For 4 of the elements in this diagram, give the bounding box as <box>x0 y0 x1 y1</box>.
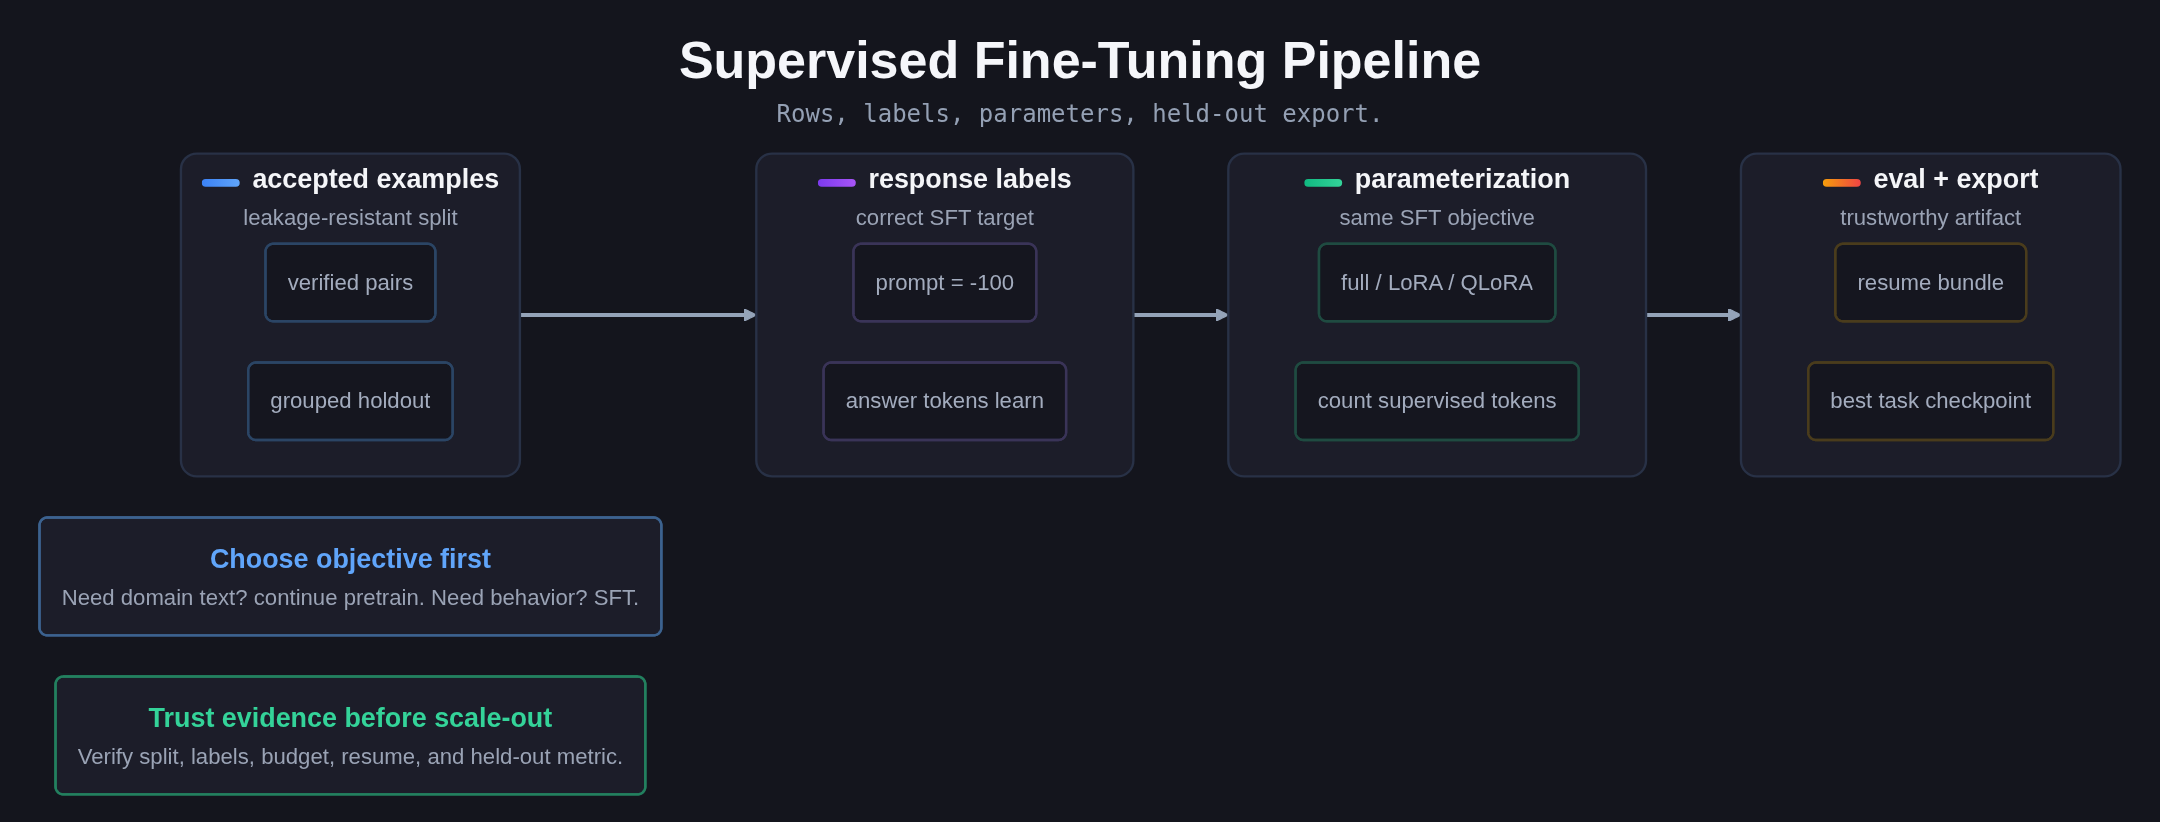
subtitle: Rows, labels, parameters, held-out export. <box>776 100 1384 128</box>
arrow <box>519 308 757 322</box>
arrow <box>1133 308 1229 322</box>
diagram-title: Supervised Fine-Tuning Pipeline <box>678 30 1482 90</box>
